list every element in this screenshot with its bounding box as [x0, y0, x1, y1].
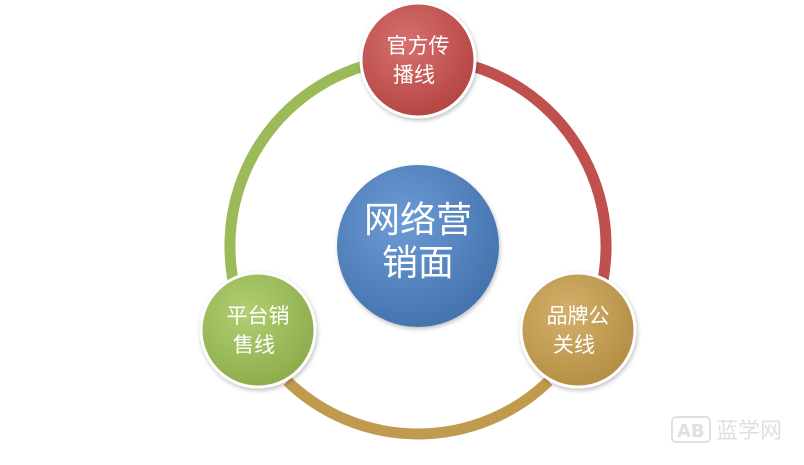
node-official-circle — [359, 1, 477, 119]
node-platform-sales: 平台销 售线 — [199, 271, 317, 389]
watermark-badge — [671, 416, 711, 443]
node-official-channel: 官方传 播线 — [359, 1, 477, 119]
cycle-ring — [224, 60, 612, 440]
node-platform-circle — [199, 271, 317, 389]
node-platform-label-line-1: 平台销 — [227, 304, 290, 328]
watermark-badge-text: AB — [677, 421, 705, 442]
watermark: AB 蓝学网 — [671, 416, 782, 444]
node-brand-label-line-1: 品牌公 — [547, 304, 610, 328]
ring-arc-brand-to-platform — [283, 377, 553, 440]
watermark-text: 蓝学网 — [716, 419, 782, 444]
center-label-line-2: 销面 — [382, 243, 454, 284]
node-brand-circle — [519, 271, 637, 389]
center-node: 网络营 销面 — [337, 165, 499, 327]
ring-arc-platform-to-official — [224, 60, 365, 322]
node-platform-label-line-2: 售线 — [233, 333, 275, 357]
ring-arc-official-to-brand — [471, 60, 612, 322]
center-label-line-1: 网络营 — [364, 200, 472, 241]
node-official-label-line-1: 官方传 — [387, 34, 450, 58]
center-circle — [337, 165, 499, 327]
node-brand-label-line-2: 关线 — [553, 333, 595, 357]
node-brand-pr: 品牌公 关线 — [519, 271, 637, 389]
node-official-label-line-2: 播线 — [393, 63, 435, 87]
